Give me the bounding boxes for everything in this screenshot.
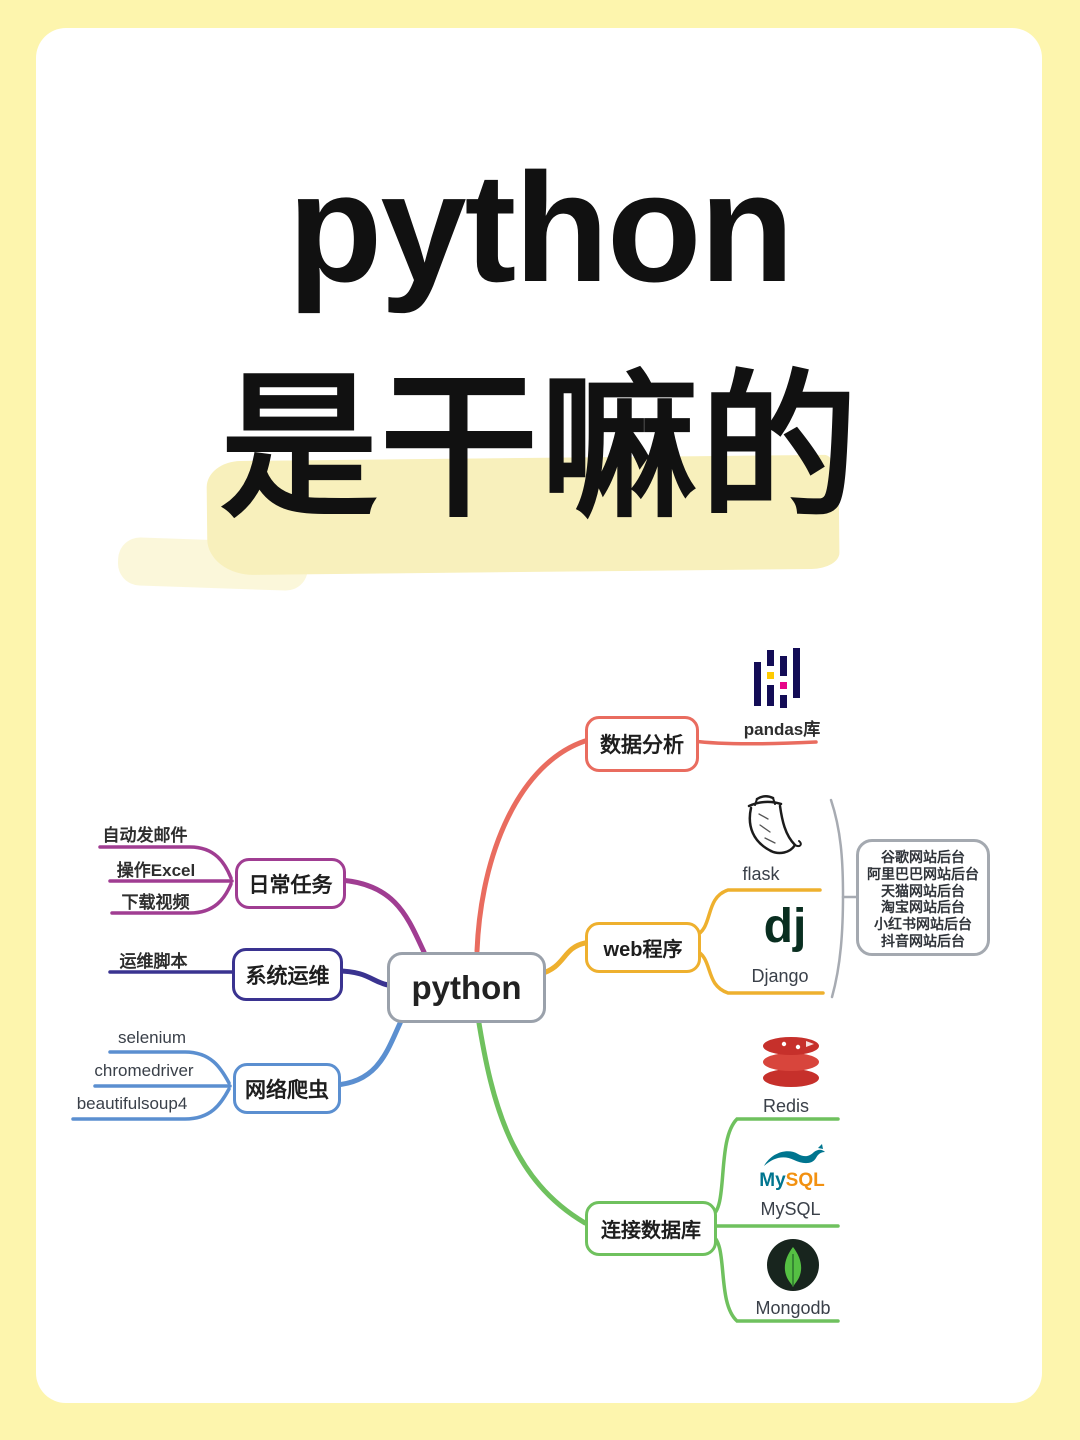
branch-node-system-ops: 系统运维 — [232, 948, 343, 1001]
branch-line-data-analysis — [474, 738, 588, 954]
branch-node-database: 连接数据库 — [585, 1201, 717, 1256]
callout-item: 阿里巴巴网站后台 — [867, 865, 979, 882]
leaf-pandas: pandas库 — [743, 720, 821, 739]
branch-line-web-crawler — [332, 1016, 405, 1088]
redis-icon — [760, 1036, 822, 1088]
title-line-1: python — [287, 141, 795, 314]
branch-line-system-ops — [334, 968, 391, 988]
mysql-wordmark-my: My — [759, 1170, 786, 1191]
branch-node-data-analysis: 数据分析 — [585, 716, 699, 772]
leaf-redis: Redis — [762, 1096, 810, 1116]
django-logo-text: dj — [763, 900, 807, 953]
pandas-icon — [752, 646, 804, 712]
leaf-excel: 操作Excel — [116, 861, 196, 880]
leaf-django: Django — [751, 966, 809, 986]
callout-item: 谷歌网站后台 — [881, 849, 965, 865]
leaf-beautifulsoup4: beautifulsoup4 — [76, 1094, 188, 1113]
callout-item: 小红书网站后台 — [874, 916, 972, 933]
leaf-auto-email: 自动发邮件 — [102, 826, 188, 845]
root-node-python: python — [387, 952, 546, 1023]
django-icon: dj — [753, 896, 817, 958]
data-analysis-child-lines — [691, 739, 818, 746]
mysql-wordmark-sql: SQL — [785, 1170, 825, 1191]
callout-item: 抖音网站后台 — [881, 932, 965, 949]
branch-line-web-app — [537, 940, 588, 977]
leaf-ops-script: 运维脚本 — [119, 952, 188, 971]
mysql-wordmark: MySQL — [748, 1170, 836, 1192]
branch-node-daily-tasks: 日常任务 — [235, 858, 346, 909]
branch-line-daily-tasks — [337, 877, 427, 955]
daily-tasks-child-lines — [98, 845, 234, 915]
web-backends-bracket — [829, 798, 859, 999]
branch-node-web-app: web程序 — [585, 922, 701, 973]
leaf-download-video: 下载视频 — [121, 893, 190, 912]
flask-icon — [735, 792, 809, 858]
callout-item: 淘宝网站后台 — [881, 899, 965, 916]
mongodb-icon — [766, 1238, 820, 1292]
branch-node-web-crawler: 网络爬虫 — [233, 1063, 341, 1114]
mysql-icon: MySQL — [748, 1140, 836, 1196]
branch-line-database — [475, 1014, 588, 1226]
callout-item: 天猫网站后台 — [881, 882, 965, 899]
poster-card — [36, 28, 1042, 1403]
web-crawler-child-lines — [71, 1050, 232, 1121]
leaf-selenium: selenium — [117, 1028, 187, 1047]
web-backends-callout: 谷歌网站后台 阿里巴巴网站后台 天猫网站后台 淘宝网站后台 小红书网站后台 抖音… — [856, 839, 990, 956]
leaf-chromedriver: chromedriver — [94, 1061, 194, 1080]
leaf-mysql: MySQL — [760, 1199, 821, 1219]
leaf-mongodb: Mongodb — [755, 1298, 831, 1318]
leaf-flask: flask — [742, 864, 780, 884]
title-line-2: 是干嘛的 — [220, 360, 860, 536]
